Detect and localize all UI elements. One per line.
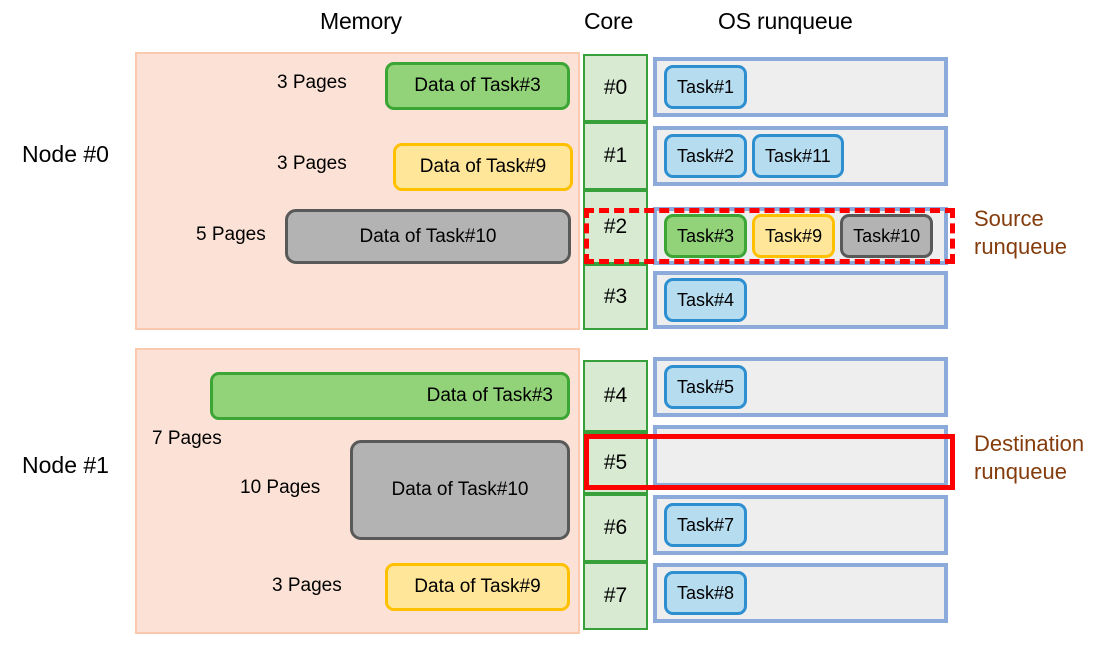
core-cell-5[interactable]: #5 [583, 432, 648, 494]
callout-source-line1: Source [974, 206, 1044, 231]
task-chip-task11[interactable]: Task#11 [752, 134, 844, 178]
core-cell-3[interactable]: #3 [583, 264, 648, 330]
memory-block-node1-task9: Data of Task#9 [385, 563, 570, 611]
callout-dest-line1: Destination [974, 431, 1085, 456]
core-cell-0[interactable]: #0 [583, 54, 648, 122]
task-chip-task2[interactable]: Task#2 [664, 134, 748, 178]
node-label-0: Node #0 [22, 141, 109, 167]
runqueue-row-core7[interactable]: Task#8 [653, 563, 948, 623]
callout-source-line2: runqueue [974, 233, 1067, 259]
core-cell-2[interactable]: #2 [583, 190, 648, 264]
pages-label-node0-block2: 5 Pages [196, 224, 266, 245]
task-chip-task1[interactable]: Task#1 [664, 65, 748, 109]
core-cell-1[interactable]: #1 [583, 122, 648, 190]
task-chip-task7[interactable]: Task#7 [664, 503, 748, 547]
memory-block-node0-task9: Data of Task#9 [393, 143, 573, 191]
pages-label-node1-block1: 10 Pages [240, 477, 321, 498]
runqueue-row-core6[interactable]: Task#7 [653, 495, 948, 555]
memory-block-node1-task10: Data of Task#10 [350, 440, 570, 540]
runqueue-row-core0[interactable]: Task#1 [653, 57, 948, 117]
callout-source-runqueue: Source runqueue [974, 205, 1067, 260]
core-cell-6[interactable]: #6 [583, 494, 648, 562]
task-chip-task5[interactable]: Task#5 [664, 365, 748, 409]
runqueue-row-core5[interactable] [653, 425, 948, 487]
callout-dest-line2: runqueue [974, 458, 1067, 484]
pages-label-node1-block2: 3 Pages [272, 575, 342, 596]
column-header-os-runqueue: OS runqueue [718, 8, 853, 34]
runqueue-row-core1[interactable]: Task#2 Task#11 [653, 126, 948, 186]
task-chip-task3[interactable]: Task#3 [664, 214, 748, 258]
column-header-memory: Memory [320, 8, 402, 34]
pages-label-node1-block0: 7 Pages [152, 428, 222, 449]
column-header-core: Core [584, 8, 634, 34]
task-chip-task4[interactable]: Task#4 [664, 278, 748, 322]
memory-block-node0-task3: Data of Task#3 [385, 62, 570, 110]
task-chip-task9[interactable]: Task#9 [752, 214, 836, 258]
node-label-1: Node #1 [22, 452, 109, 478]
task-chip-task8[interactable]: Task#8 [664, 571, 748, 615]
callout-destination-runqueue: Destination runqueue [974, 430, 1084, 485]
pages-label-node0-block0: 3 Pages [277, 72, 347, 93]
task-chip-task10[interactable]: Task#10 [840, 214, 934, 258]
runqueue-row-core4[interactable]: Task#5 [653, 357, 948, 417]
runqueue-row-core2[interactable]: Task#3 Task#9 Task#10 [653, 207, 948, 265]
runqueue-row-core3[interactable]: Task#4 [653, 271, 948, 329]
memory-block-node0-task10: Data of Task#10 [285, 209, 571, 264]
pages-label-node0-block1: 3 Pages [277, 153, 347, 174]
memory-block-node1-task3: Data of Task#3 [210, 372, 570, 420]
core-cell-4[interactable]: #4 [583, 360, 648, 432]
core-cell-7[interactable]: #7 [583, 562, 648, 630]
